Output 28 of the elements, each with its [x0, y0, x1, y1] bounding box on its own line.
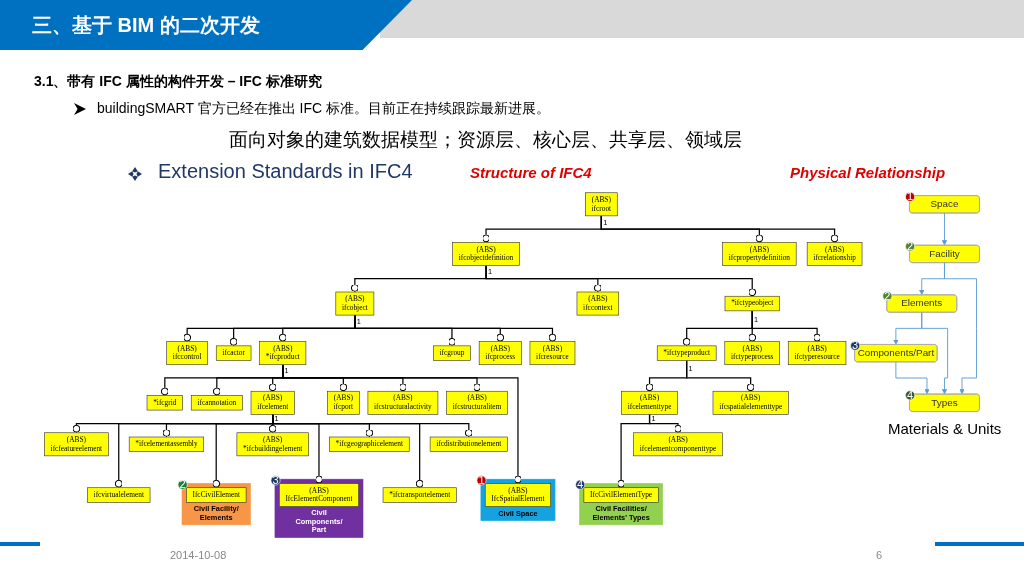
connector: [686, 359, 755, 392]
slide-title: 三、基于 BIM 的二次开发: [32, 13, 260, 38]
node-circle: 1: [905, 191, 915, 202]
node-circle: 3: [270, 475, 281, 486]
connector: [354, 314, 557, 343]
connector: [751, 310, 821, 343]
connector: [268, 413, 277, 434]
group-title: Physical Relationship: [790, 164, 946, 181]
section-heading: 3.1、带有 IFC 属性的构件开发 – IFC 标准研究: [34, 73, 322, 91]
connector: [272, 413, 473, 438]
node-circle: 4: [575, 479, 586, 490]
connector: [485, 264, 757, 297]
node-circle: 3: [850, 340, 861, 351]
bullet-text: buildingSMART 官方已经在推出 IFC 标准。目前正在持续跟踪最新进展。: [97, 100, 550, 118]
note-text: Materials & Units: [888, 420, 1002, 437]
date-text: 2014-10-08: [170, 549, 227, 561]
node-circle: 2: [882, 291, 893, 301]
group-title: Structure of IFC4: [470, 164, 592, 181]
connector: [648, 413, 682, 434]
node-circle: 4: [905, 390, 915, 401]
node-circle: 1: [476, 475, 487, 486]
node-circle: 2: [905, 241, 915, 252]
subtitle: 面向对象的建筑数据模型；资源层、核心层、共享层、领域层: [229, 128, 742, 152]
section-title: Extension Standards in IFC4: [158, 160, 413, 183]
node-circle: 2: [177, 479, 188, 490]
connector: [272, 413, 374, 438]
page-number: 6: [876, 549, 883, 561]
connector: [600, 215, 839, 243]
